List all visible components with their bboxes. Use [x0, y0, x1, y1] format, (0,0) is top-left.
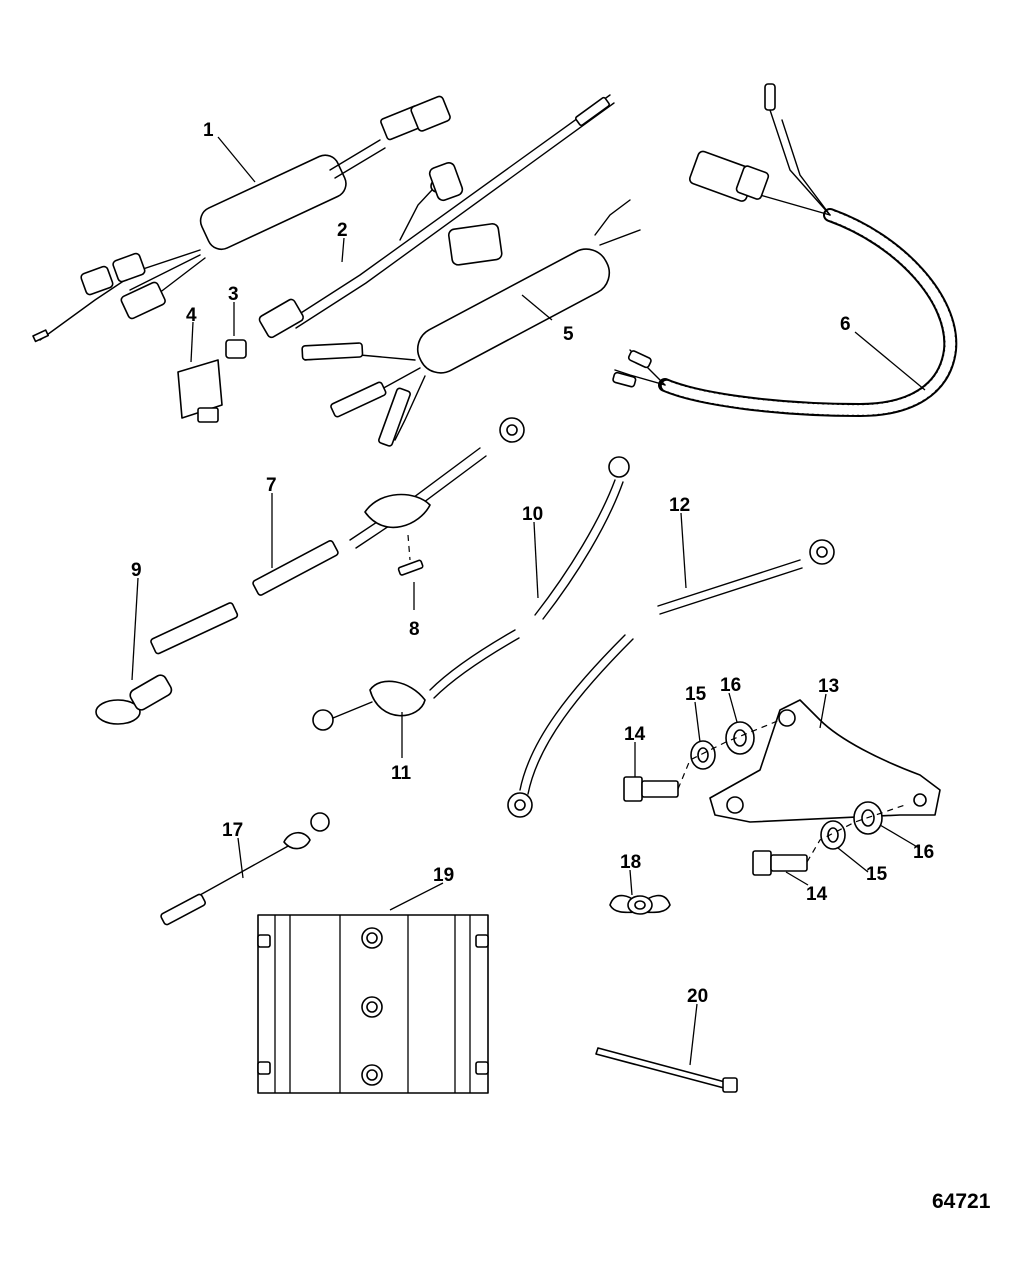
label-16-lower: 16 — [913, 842, 934, 863]
part-7-9-cable — [95, 417, 525, 725]
label-7: 7 — [266, 475, 277, 496]
hardware-upper — [623, 719, 781, 802]
part-3-plug — [225, 339, 247, 359]
part-5-harness-module — [301, 161, 641, 447]
hardware-lower — [752, 801, 906, 876]
label-3: 3 — [228, 284, 239, 305]
label-9: 9 — [131, 560, 142, 581]
label-5: 5 — [563, 324, 574, 345]
label-10: 10 — [522, 504, 543, 525]
label-14-upper: 14 — [624, 724, 646, 745]
label-19: 19 — [433, 865, 454, 886]
part-12-cable — [507, 539, 835, 818]
label-4: 4 — [186, 305, 197, 326]
part-19-mounting-plate — [257, 914, 489, 1094]
label-15-lower: 15 — [866, 864, 888, 885]
label-11: 11 — [391, 763, 412, 784]
label-16-upper: 16 — [720, 675, 741, 696]
label-12: 12 — [669, 495, 690, 516]
part-10-11-cable — [312, 456, 630, 731]
label-14-lower: 14 — [806, 884, 828, 905]
part-13-bracket — [709, 699, 941, 823]
label-8: 8 — [409, 619, 420, 640]
label-2: 2 — [337, 220, 348, 241]
label-6: 6 — [840, 314, 851, 335]
part-20-cable-tie — [595, 1047, 738, 1093]
label-13: 13 — [818, 676, 839, 697]
part-6-corrugated-harness — [612, 83, 958, 418]
part-18-wing-nut — [609, 894, 671, 915]
part-4-connector-body — [177, 359, 223, 423]
label-1: 1 — [203, 120, 214, 141]
leader-lines — [131, 136, 926, 1066]
label-17: 17 — [222, 820, 243, 841]
figure-number: 64721 — [932, 1190, 991, 1213]
label-18: 18 — [620, 852, 641, 873]
callout-labels: 1 2 3 4 5 6 7 8 9 10 11 12 13 14 15 16 1… — [131, 120, 934, 1007]
part-1-harness-module — [32, 95, 451, 343]
part-17-lead — [160, 812, 330, 926]
label-20: 20 — [687, 986, 708, 1007]
label-15-upper: 15 — [685, 684, 707, 705]
